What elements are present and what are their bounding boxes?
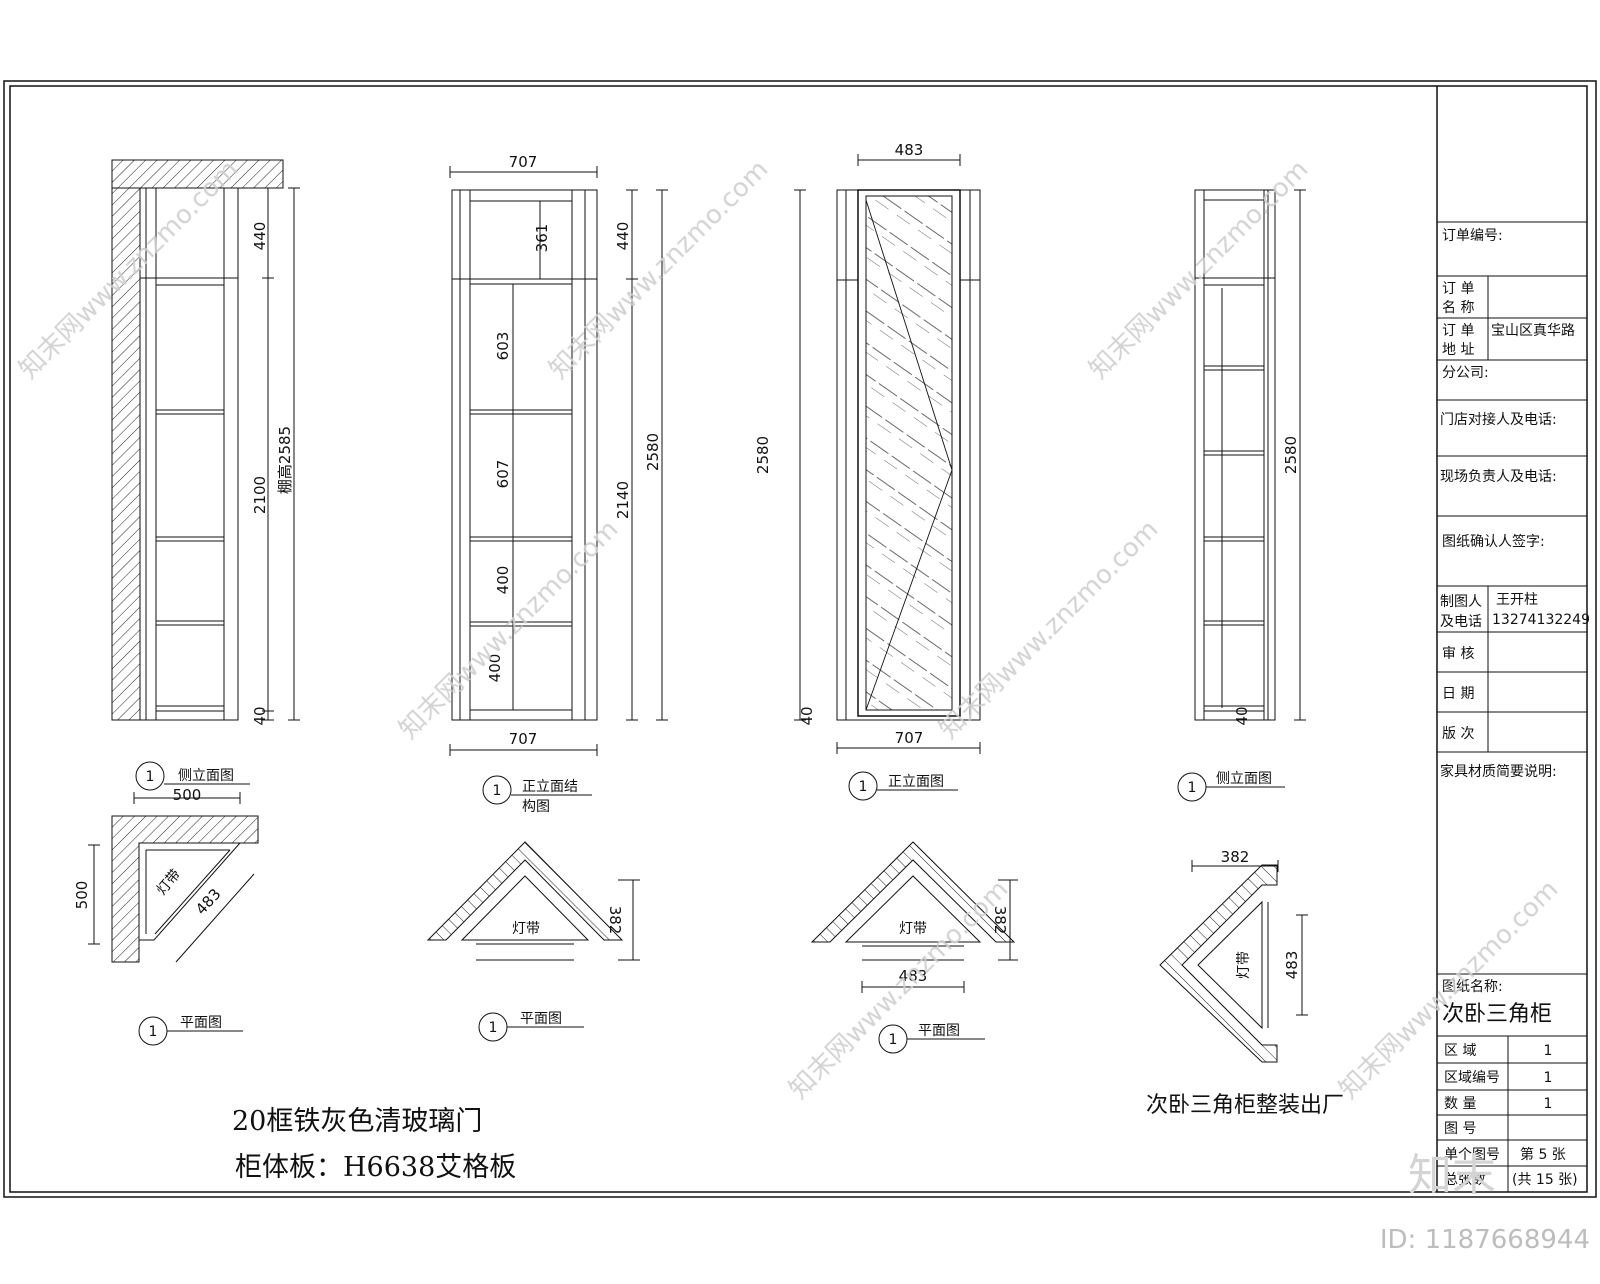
tb-order-addr-1: 订 单: [1442, 323, 1474, 339]
tb-row-value-0: 1: [1544, 1043, 1553, 1059]
v2-caption-2: 构图: [522, 799, 550, 815]
tb-sheet-total: (共 15 张): [1512, 1172, 1578, 1188]
v2-caption-1: 正立面结: [522, 779, 578, 795]
p4-dim-right: 483: [1283, 951, 1301, 980]
tb-store-contact: 门店对接人及电话:: [1440, 411, 1557, 428]
watermark-logo: 知末: [1408, 1150, 1496, 1201]
plan-1: 500 500 483 灯带 1 平面图: [73, 786, 259, 1046]
v4-dim-base: 40: [1233, 706, 1251, 725]
v3-dim-base: 40: [798, 706, 816, 725]
watermark-text: 知末网www.znzmo.com: [934, 514, 1165, 745]
v2-dim-400a: 400: [494, 566, 512, 595]
v2-dim-361: 361: [533, 224, 551, 253]
tb-review: 审 核: [1442, 646, 1474, 662]
tb-material-note: 家具材质简要说明:: [1440, 763, 1557, 780]
watermark-id: ID: 1187668944: [1380, 1225, 1590, 1255]
tb-branch: 分公司:: [1442, 365, 1489, 381]
tb-confirm-sign: 图纸确认人签字:: [1442, 533, 1545, 550]
tb-drawing-name-label: 图纸名称:: [1442, 979, 1503, 995]
v2-marker: 1: [493, 783, 502, 799]
tb-drafter-phone: 13274132249: [1492, 612, 1590, 628]
v3-dim-top: 483: [895, 141, 924, 159]
note-door-spec: 20框铁灰色清玻璃门: [232, 1106, 482, 1137]
tb-row-label-2: 数 量: [1444, 1096, 1476, 1112]
p3-marker: 1: [889, 1032, 898, 1048]
v3-marker: 1: [859, 779, 868, 795]
tb-row-value-2: 1: [1544, 1096, 1553, 1112]
v1-dim-total: 棚高2585: [276, 426, 294, 494]
v4-marker: 1: [1188, 780, 1197, 796]
v1-caption: 侧立面图: [178, 768, 234, 784]
tb-version: 版 次: [1442, 726, 1474, 742]
tb-sheets-label: 单个图号: [1444, 1147, 1500, 1163]
tb-date: 日 期: [1442, 686, 1474, 702]
v2-dim-440: 440: [614, 222, 632, 251]
v3-dim-bottom: 707: [895, 729, 924, 747]
inner-frame: [9, 85, 1588, 1193]
title-block: 订单编号: 订 单 名 称 订 单 地 址 宝山区真华路 分公司: 门店对接人及…: [1437, 221, 1590, 1192]
v2-dim-top: 707: [509, 153, 538, 171]
tb-row-label-1: 区域编号: [1444, 1070, 1500, 1086]
p1-marker: 1: [149, 1024, 158, 1040]
tb-row-label-0: 区 域: [1444, 1043, 1476, 1059]
v1-marker: 1: [146, 769, 155, 785]
note-board-spec: 柜体板：H6638艾格板: [235, 1152, 516, 1183]
p1-dim-top: 500: [173, 786, 202, 804]
p1-light: 灯带: [154, 867, 184, 899]
tb-order-addr-2: 地 址: [1442, 342, 1474, 358]
tb-order-no: 订单编号:: [1442, 228, 1503, 244]
tb-drafter-2: 及电话: [1440, 614, 1482, 630]
watermark-text: 知末网www.znzmo.com: [544, 154, 775, 385]
plan-2: 灯带 382 1 平面图: [426, 841, 640, 1042]
v1-dim-base: 40: [251, 706, 269, 725]
note-factory: 次卧三角柜整装出厂: [1146, 1093, 1344, 1118]
v1-dim-mid: 2100: [251, 476, 269, 514]
p2-caption: 平面图: [520, 1011, 562, 1027]
v2-dim-total: 2580: [644, 433, 662, 471]
v3-caption: 正立面图: [888, 774, 944, 790]
view-side-elevation: 2580 40 1 侧立面图: [1177, 189, 1306, 802]
tb-row-label-3: 图 号: [1444, 1121, 1476, 1137]
p4-light: 灯带: [1236, 951, 1252, 979]
view-front-glass-door: 483 2580 40 707 1 正立面图: [754, 141, 981, 801]
p2-marker: 1: [489, 1020, 498, 1036]
v2-dim-400b: 400: [486, 654, 504, 683]
tb-sheet-no: 第 5 张: [1520, 1146, 1566, 1163]
watermark-text: 知末网www.znzmo.com: [784, 874, 1015, 1105]
v3-dim-total: 2580: [754, 436, 772, 474]
p1-dim-left: 500: [73, 881, 91, 910]
tb-drafter-1: 制图人: [1440, 594, 1482, 610]
v2-dim-2140: 2140: [614, 481, 632, 519]
tb-drafter-name: 王开柱: [1496, 592, 1538, 608]
tb-order-addr-val: 宝山区真华路: [1491, 323, 1575, 339]
p3-light: 灯带: [899, 921, 927, 937]
p2-dim-right: 382: [606, 906, 624, 935]
p3-caption: 平面图: [918, 1023, 960, 1039]
tb-site-contact: 现场负责人及电话:: [1440, 469, 1557, 485]
watermark-layer: 知末网www.znzmo.com 知末网www.znzmo.com 知末网www…: [14, 154, 1565, 1105]
tb-sheets-count: 总张数: [1444, 1172, 1486, 1188]
view-side-elevation-wall: 440 2100 40 棚高2585 1 侧立面图: [111, 159, 300, 791]
outer-frame: [3, 80, 1597, 1198]
v2-dim-bottom: 707: [509, 730, 538, 748]
p2-light: 灯带: [512, 921, 540, 937]
p4-dim-top: 382: [1221, 848, 1250, 866]
tb-order-name-2: 名 称: [1442, 300, 1474, 316]
plan-4: 灯带 382 483: [1159, 848, 1308, 1063]
v1-dim-top: 440: [251, 222, 269, 251]
watermark-text: 知末网www.znzmo.com: [1084, 154, 1315, 385]
p3-dim-bottom: 483: [899, 967, 928, 985]
tb-row-value-1: 1: [1544, 1070, 1553, 1086]
v2-dim-607: 607: [494, 460, 512, 489]
v2-dim-603: 603: [494, 332, 512, 361]
plan-3: 灯带 382 483 1 平面图: [810, 841, 1018, 1054]
view-front-structure: 707 361 603 607 400 400 440 2140 2580: [449, 153, 668, 815]
tb-drawing-name: 次卧三角柜: [1442, 1002, 1552, 1027]
p1-caption: 平面图: [180, 1015, 222, 1031]
tb-order-name-1: 订 单: [1442, 281, 1474, 297]
v4-caption: 侧立面图: [1216, 771, 1272, 787]
p3-dim-right: 382: [991, 906, 1009, 935]
v4-dim-total: 2580: [1282, 436, 1300, 474]
